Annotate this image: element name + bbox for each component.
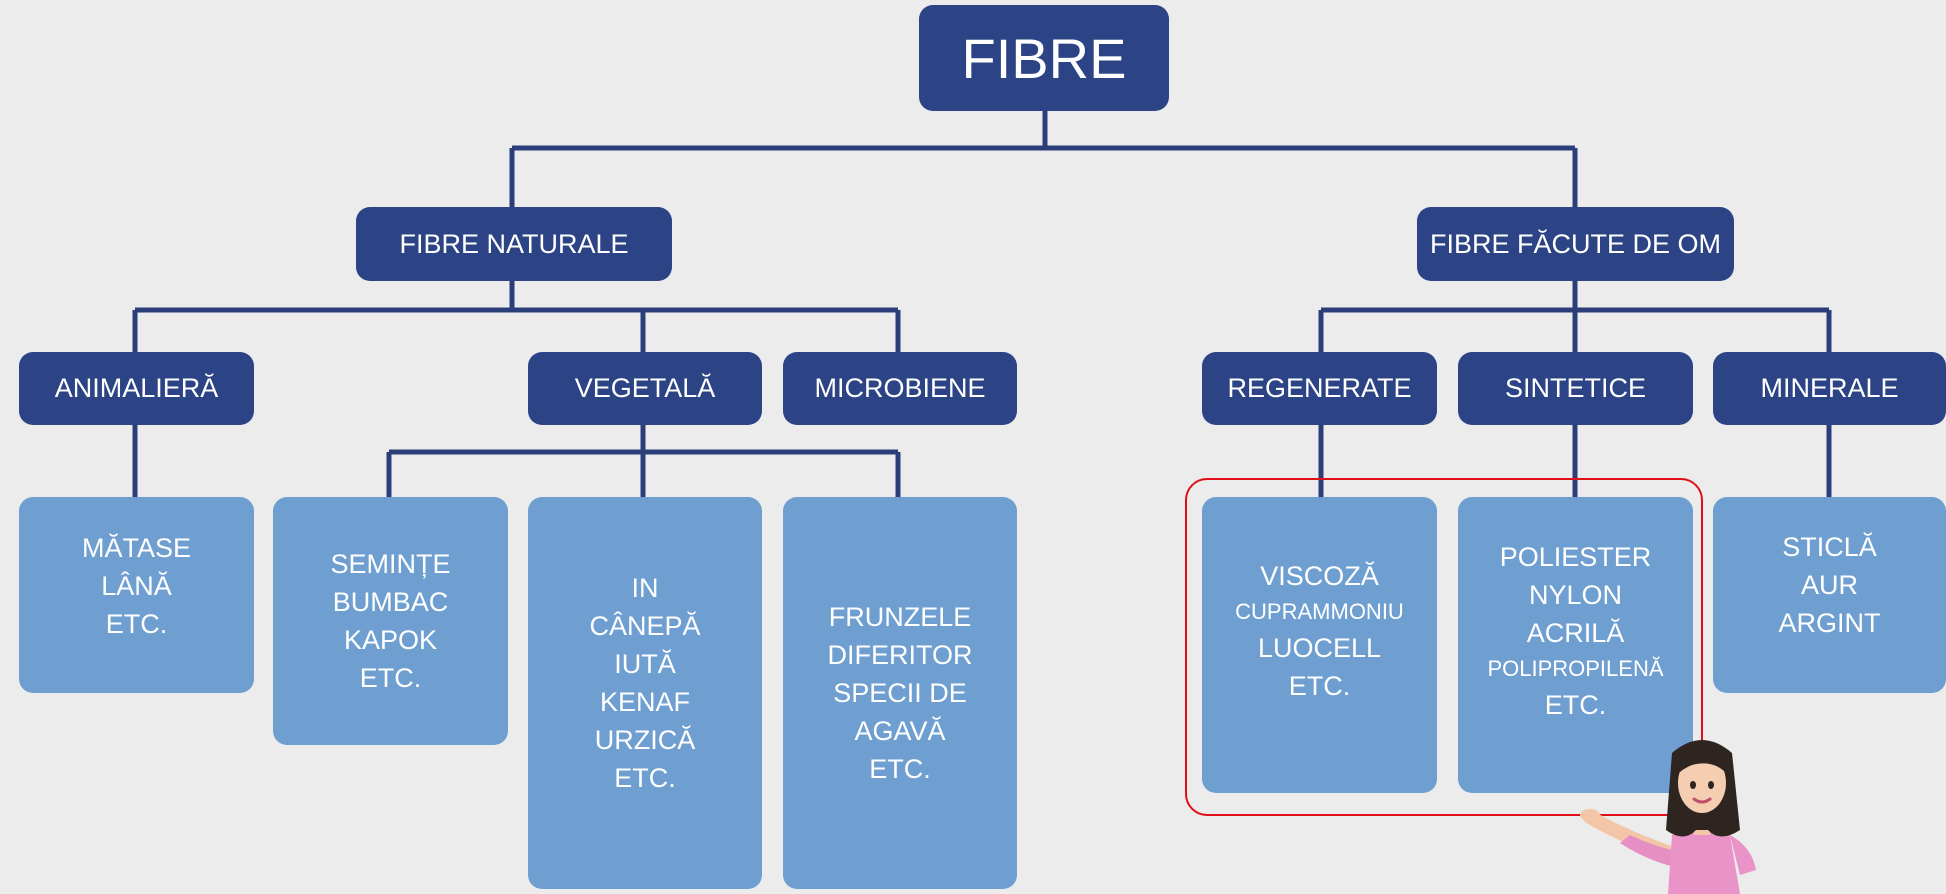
root-node: FIBRE bbox=[919, 5, 1169, 111]
regenerated-node: REGENERATE bbox=[1202, 352, 1437, 425]
manmade-fibres-label: FIBRE FĂCUTE DE OM bbox=[1429, 228, 1721, 259]
seed-fibres-box: SEMINȚE BUMBAC KAPOK ETC. bbox=[273, 497, 508, 745]
presenter-illustration-icon bbox=[1580, 740, 1756, 894]
list-item: FRUNZELE bbox=[828, 602, 972, 632]
list-item: KENAF bbox=[599, 687, 691, 717]
animal-examples-box: MĂTASE LÂNĂ ETC. bbox=[19, 497, 254, 693]
list-item: MĂTASE bbox=[81, 533, 191, 563]
list-item: AGAVĂ bbox=[854, 716, 946, 746]
vegetal-node: VEGETALĂ bbox=[528, 352, 762, 425]
mineral-node: MINERALE bbox=[1713, 352, 1946, 425]
leaf-fibres-box: FRUNZELE DIFERITOR SPECII DE AGAVĂ ETC. bbox=[783, 497, 1017, 889]
list-item: NYLON bbox=[1528, 580, 1623, 610]
list-item: POLIESTER bbox=[1499, 542, 1652, 572]
list-item: IN bbox=[631, 573, 659, 603]
manmade-fibres-node: FIBRE FĂCUTE DE OM bbox=[1417, 207, 1734, 281]
list-item: VISCOZĂ bbox=[1260, 561, 1379, 591]
animal-label: ANIMALIERĂ bbox=[54, 373, 219, 403]
list-item: KAPOK bbox=[343, 625, 438, 655]
list-item: ETC. bbox=[359, 663, 422, 693]
list-item: ACRILĂ bbox=[1526, 618, 1625, 648]
list-item: IUTĂ bbox=[614, 649, 676, 679]
list-item: ETC. bbox=[614, 763, 676, 793]
list-item: LUOCELL bbox=[1257, 633, 1382, 663]
list-item: SEMINȚE bbox=[330, 549, 451, 579]
stem-fibres-box: IN CÂNEPĂ IUTĂ KENAF URZICĂ ETC. bbox=[528, 497, 762, 889]
list-item: AUR bbox=[1800, 570, 1858, 600]
list-item: URZICĂ bbox=[594, 725, 696, 755]
microbial-node: MICROBIENE bbox=[783, 352, 1017, 425]
list-item: SPECII DE bbox=[833, 678, 967, 708]
list-item: STICLĂ bbox=[1782, 532, 1877, 562]
animal-node: ANIMALIERĂ bbox=[19, 352, 254, 425]
list-item: DIFERITOR bbox=[827, 640, 973, 670]
list-item: LÂNĂ bbox=[101, 571, 172, 601]
vegetal-label: VEGETALĂ bbox=[574, 373, 716, 403]
highlight-outline bbox=[1185, 478, 1703, 816]
synthetic-label: SINTETICE bbox=[1504, 373, 1646, 403]
list-item: ARGINT bbox=[1778, 608, 1881, 638]
root-label: FIBRE bbox=[961, 26, 1127, 90]
regenerated-examples-box: VISCOZĂ CUPRAMMONIU LUOCELL ETC. bbox=[1202, 497, 1437, 793]
list-item: CUPRAMMONIU bbox=[1235, 599, 1404, 624]
list-item: ETC. bbox=[1288, 671, 1351, 701]
list-item: POLIPROPILENĂ bbox=[1487, 656, 1664, 681]
regenerated-label: REGENERATE bbox=[1227, 373, 1412, 403]
list-item: BUMBAC bbox=[332, 587, 449, 617]
synthetic-node: SINTETICE bbox=[1458, 352, 1693, 425]
natural-fibres-label: FIBRE NATURALE bbox=[399, 228, 629, 259]
list-item: ETC. bbox=[869, 754, 931, 784]
list-item: CÂNEPĂ bbox=[589, 611, 701, 641]
synthetic-examples-box: POLIESTER NYLON ACRILĂ POLIPROPILENĂ ETC… bbox=[1458, 497, 1693, 793]
list-item: ETC. bbox=[105, 609, 168, 639]
list-item: ETC. bbox=[1544, 690, 1607, 720]
microbial-label: MICROBIENE bbox=[814, 373, 986, 403]
natural-fibres-node: FIBRE NATURALE bbox=[356, 207, 672, 281]
mineral-examples-box: STICLĂ AUR ARGINT bbox=[1713, 497, 1946, 693]
mineral-label: MINERALE bbox=[1760, 373, 1899, 403]
